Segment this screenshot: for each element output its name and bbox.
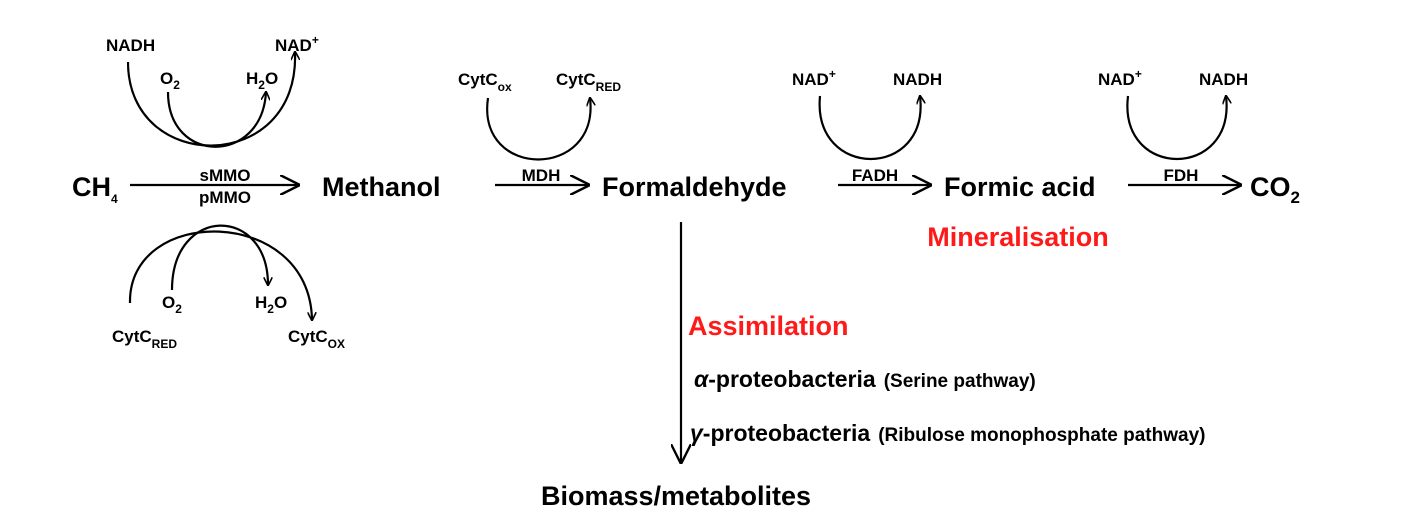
fdh-nadh-label: NADH [1199, 70, 1248, 89]
methane-label: CH4 [72, 172, 118, 206]
smmo-o2-to-h2o-arc [166, 92, 266, 148]
mdh-cytc-ox-label: CytCox [458, 70, 512, 94]
fdh-enzyme-label: FDH [1164, 166, 1199, 185]
biomass-metabolites-label: Biomass/metabolites [541, 481, 811, 511]
smmo-nadh-label: NADH [106, 36, 155, 55]
alpha-proteobacteria-label: α-proteobacteria(Serine pathway) [694, 366, 1036, 392]
mdh-enzyme-label: MDH [522, 166, 561, 185]
co2-label: CO2 [1250, 172, 1300, 207]
pmmo-cytc-ox-label: CytCOX [288, 327, 345, 351]
pmmo-o2-to-h2o-arc [170, 224, 268, 291]
mdh-cytc-red-label: CytCRED [556, 70, 621, 94]
fadh-nad-arc [818, 96, 921, 160]
methanol-label: Methanol [322, 172, 441, 202]
fdh-nad-arc [1126, 96, 1226, 160]
fdh-nad-label: NAD+ [1098, 67, 1142, 89]
pmmo-cytc-arc [128, 230, 312, 320]
fadh-nadh-label: NADH [893, 70, 942, 89]
mdh-cytc-arc [486, 98, 590, 161]
smmo-enzyme-label: sMMO [200, 166, 251, 185]
pmmo-enzyme-label: pMMO [199, 188, 251, 207]
pmmo-o2-label: O2 [162, 293, 182, 316]
gamma-proteobacteria-label: γ-proteobacteria(Ribulose monophosphate … [690, 420, 1205, 446]
mineralisation-label: Mineralisation [927, 222, 1109, 252]
assimilation-label: Assimilation [688, 311, 849, 341]
pmmo-cytc-red-label: CytCRED [112, 327, 177, 351]
fadh-nad-label: NAD+ [792, 67, 836, 89]
formic-acid-label: Formic acid [944, 172, 1096, 202]
pmmo-h2o-label: H2O [255, 293, 287, 316]
smmo-nadh-to-nad-arc [126, 52, 295, 147]
smmo-o2-label: O2 [160, 69, 180, 92]
smmo-h2o-label: H2O [246, 69, 278, 92]
fadh-enzyme-label: FADH [852, 166, 898, 185]
smmo-nad-label: NAD+ [275, 33, 319, 55]
formaldehyde-label: Formaldehyde [602, 172, 787, 202]
